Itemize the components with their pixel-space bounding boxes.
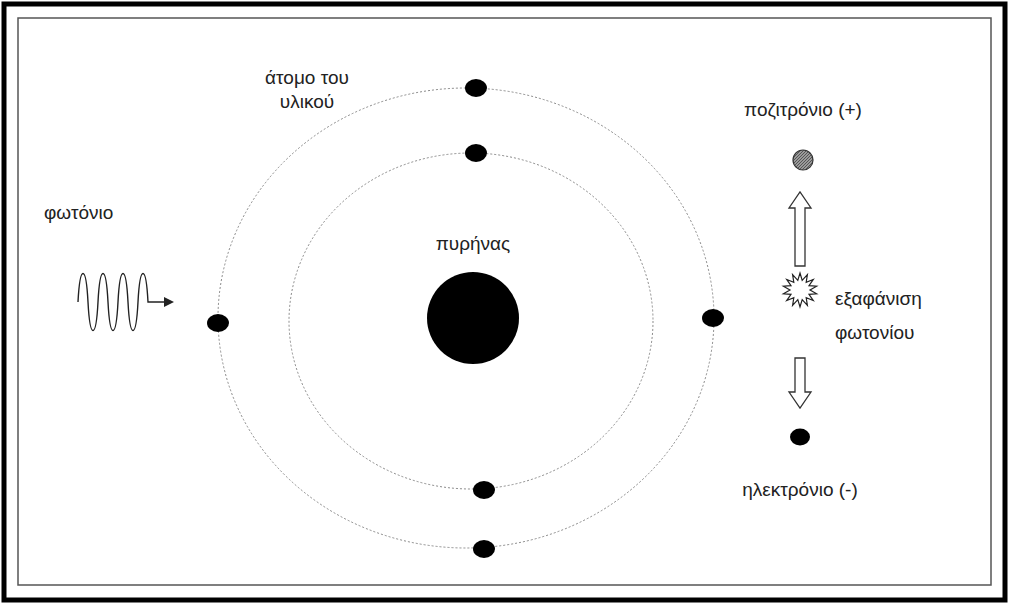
positron: ποζιτρόνιο (+) (705, 96, 901, 174)
orbit-electron (465, 79, 487, 97)
nucleus-circle (427, 272, 519, 364)
electron: ηλεκτρόνιο (-) (700, 426, 900, 510)
photon: φωτόνιο (40, 198, 180, 338)
orbit-electron (473, 540, 495, 558)
inner-orbit (289, 153, 653, 489)
photon-wave (78, 274, 164, 331)
node-label: ηλεκτρόνιο (-) (700, 478, 900, 502)
node-label: φωτόνιο (44, 201, 174, 225)
orbit-electron (465, 144, 487, 162)
node-label: πυρήνας (405, 232, 541, 256)
node-label: άτομο του υλικού (247, 66, 367, 114)
photon-arrowhead (164, 297, 174, 307)
orbit-electron (473, 481, 495, 499)
nucleus: πυρήνας (425, 232, 521, 366)
positron-dot (793, 150, 813, 170)
node-label: εξαφάνιση φωτονίου (835, 282, 975, 350)
outer-frame (4, 4, 1005, 600)
outer-orbit (218, 88, 714, 548)
block-arrow (789, 358, 811, 408)
block-arrow (789, 192, 811, 266)
inner-frame (18, 18, 991, 585)
atom-region: άτομο του υλικού πυρήνας (217, 62, 717, 562)
orbit-electron (207, 314, 229, 332)
photon-vanish: εξαφάνιση φωτονίου (780, 272, 980, 352)
burst-symbol (783, 273, 816, 307)
electron-dot (790, 429, 810, 446)
orbit-electron (702, 309, 724, 327)
node-label: ποζιτρόνιο (+) (705, 98, 901, 122)
